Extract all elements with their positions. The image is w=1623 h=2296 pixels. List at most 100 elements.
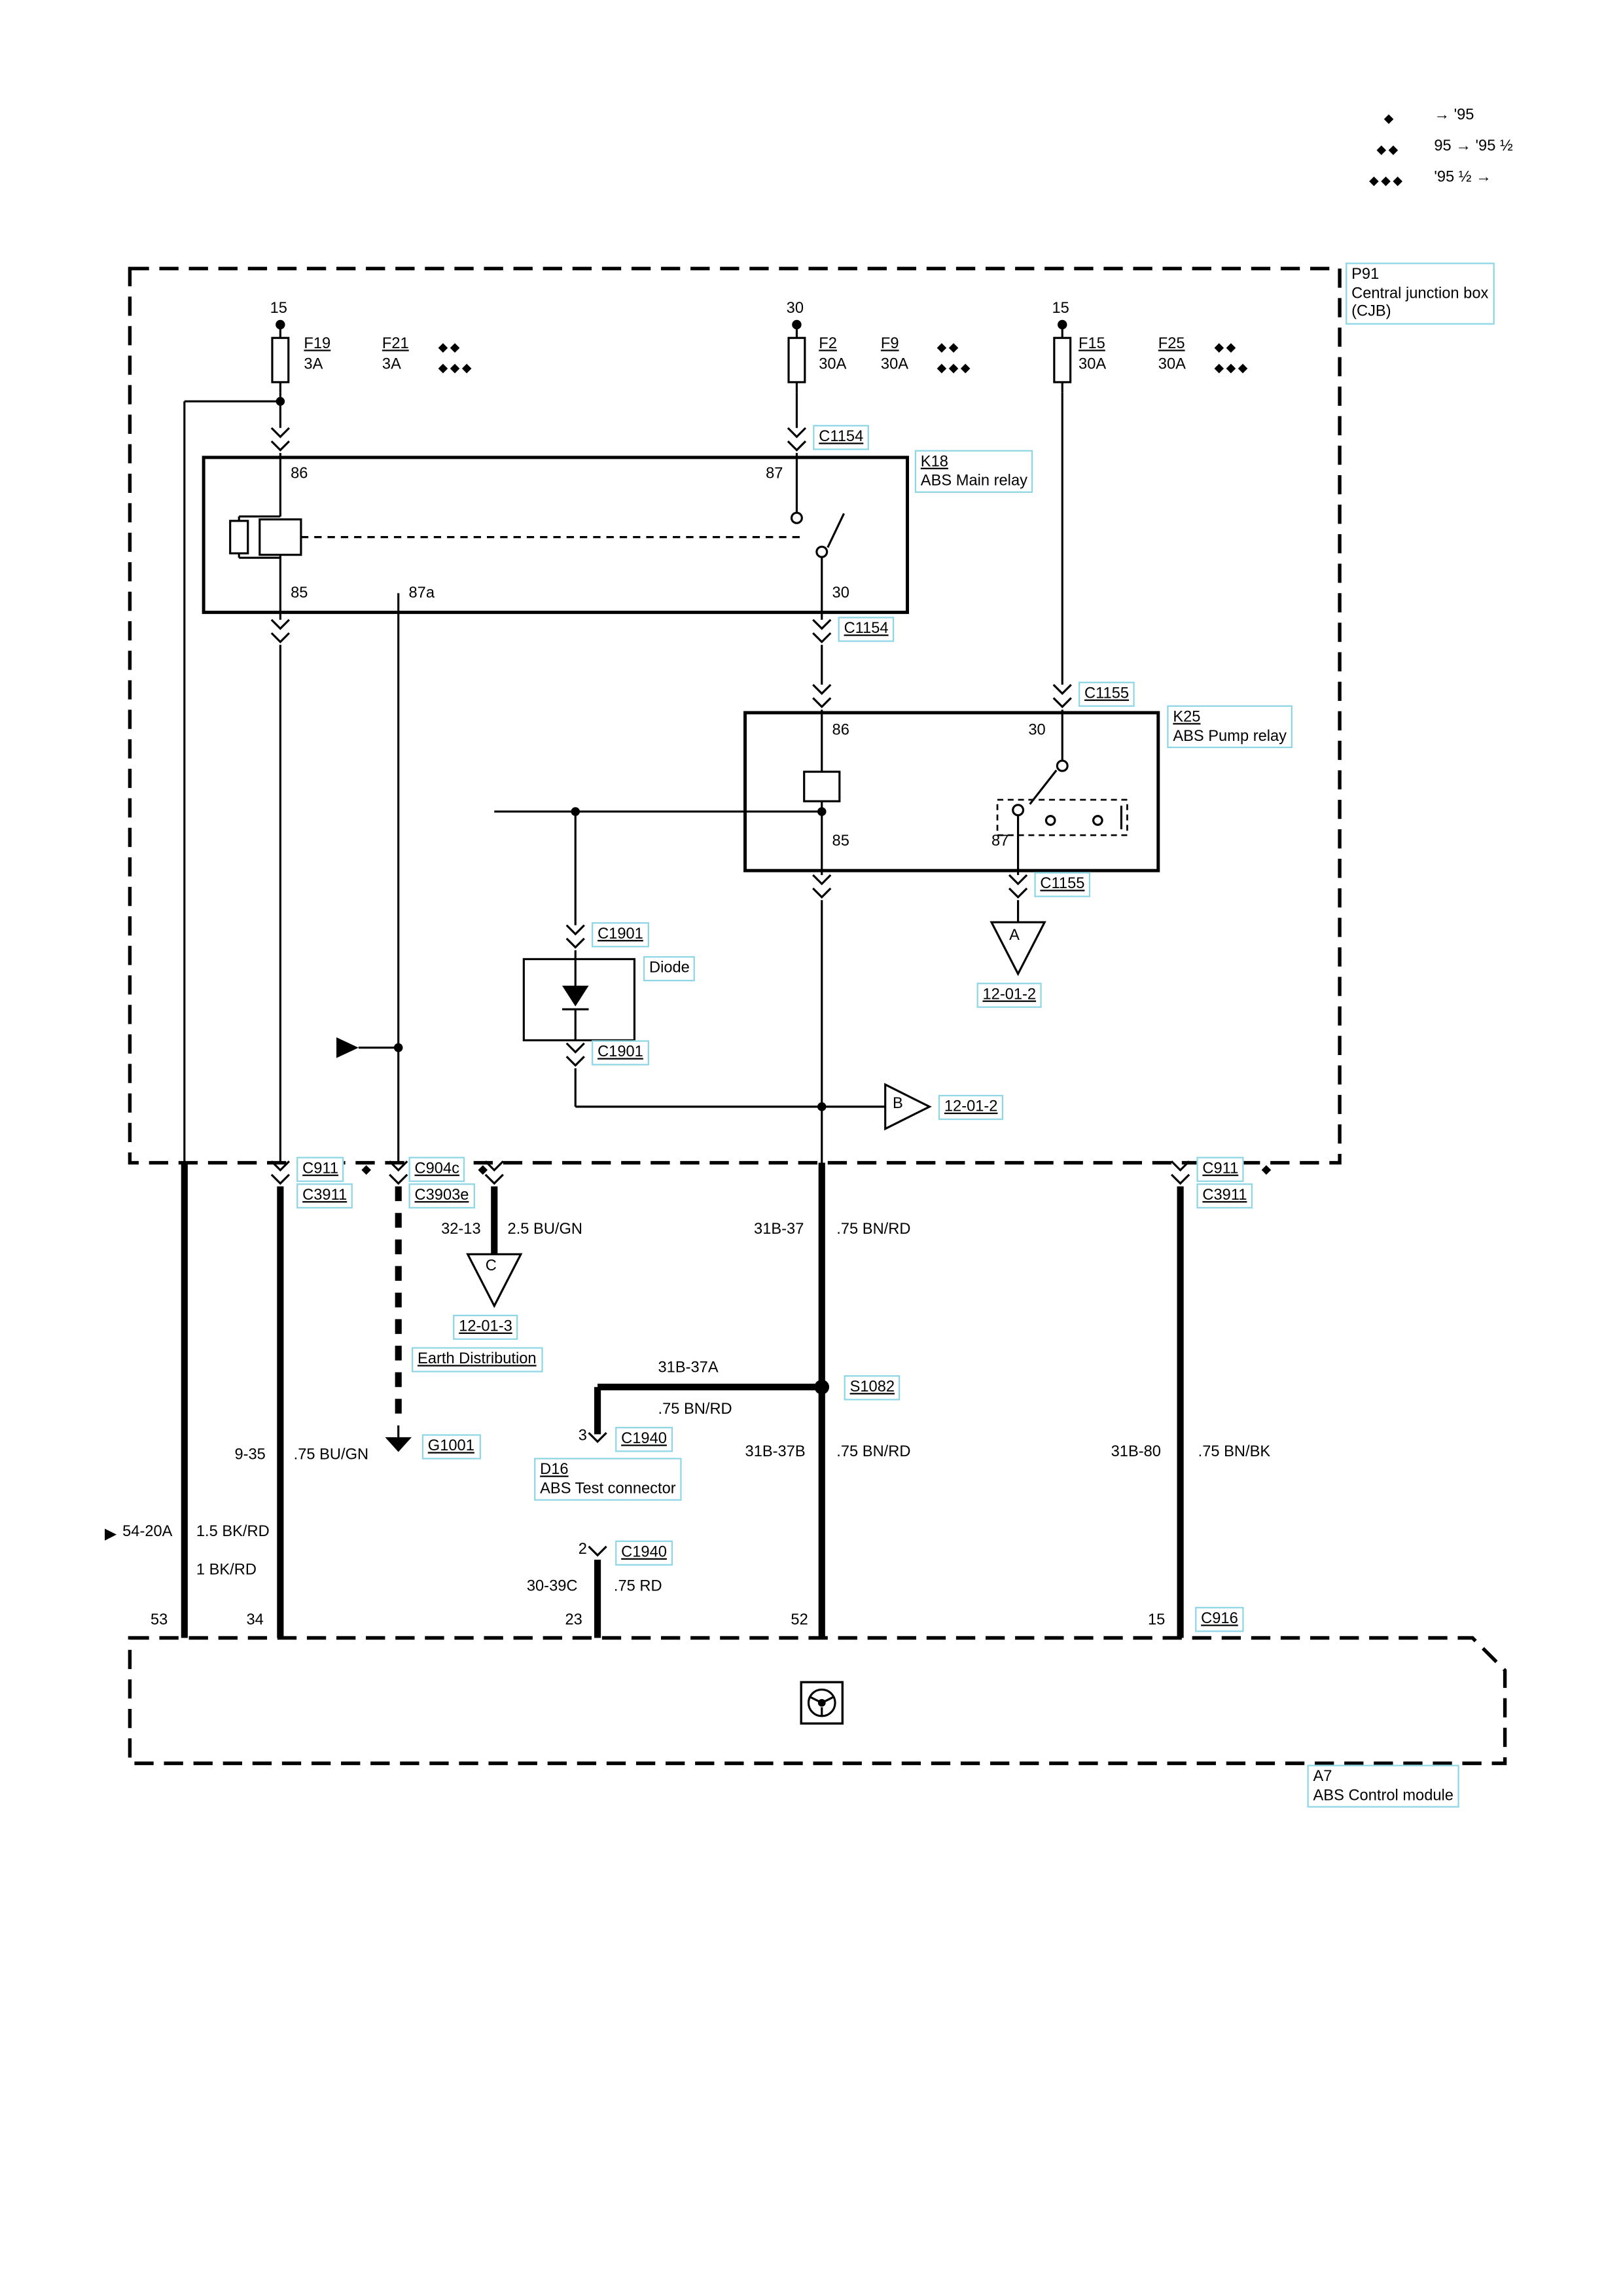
wire-54-20a-id: 54-20A — [122, 1522, 173, 1541]
module-pin-15: 15 — [1148, 1611, 1166, 1629]
module-pin-52: 52 — [791, 1611, 808, 1629]
fuse-mark-1b: ◆◆◆ — [438, 360, 474, 375]
connector-label-c3911-right[interactable]: C3911 — [1196, 1183, 1253, 1208]
connector-chevron — [787, 427, 807, 452]
cjb-boundary-box — [128, 266, 1342, 1165]
fuse-f9-label[interactable]: F9 — [880, 334, 899, 353]
wire-9-35-id: 9-35 — [234, 1446, 266, 1464]
page-ref-triangle-b — [884, 1083, 932, 1131]
connector-label-c1940-top[interactable]: C1940 — [615, 1427, 673, 1452]
fuse-position-1: 15 — [270, 299, 287, 317]
k25-pin-86: 86 — [832, 721, 849, 740]
wire-31b-80-spec: .75 BN/BK — [1198, 1443, 1271, 1461]
wire-31b-37b-id: 31B-37B — [745, 1443, 806, 1461]
abs-module-boundary-box — [128, 1636, 1507, 1765]
wire-1-bkrd-spec: 1 BK/RD — [196, 1561, 257, 1579]
fuse-f15-symbol — [1053, 319, 1072, 394]
page-ref-b-label[interactable]: 12-01-2 — [938, 1094, 1004, 1120]
connector-label-c911-left[interactable]: C911 — [296, 1157, 345, 1181]
connector-label-c1901-top[interactable]: C1901 — [592, 922, 649, 947]
diode-icon — [562, 986, 589, 1007]
connector-chevron — [1052, 683, 1073, 708]
k18-pin-87a: 87a — [408, 584, 435, 602]
fuse-f2-label[interactable]: F2 — [819, 334, 837, 353]
ground-icon — [385, 1437, 412, 1452]
k18-pin-87: 87 — [766, 465, 783, 483]
fuse-mark-2b: ◆◆◆ — [936, 360, 972, 375]
ground-g1001-label[interactable]: G1001 — [421, 1434, 480, 1459]
page-ref-b-letter: B — [892, 1094, 903, 1113]
connector-label-c1154-bottom[interactable]: C1154 — [838, 617, 895, 641]
connector-label-c1155-bottom[interactable]: C1155 — [1034, 872, 1091, 897]
wire-32-13-spec: 2.5 BU/GN — [507, 1220, 583, 1238]
connector-label-c911-right[interactable]: C911 — [1196, 1157, 1245, 1181]
fuse-f9-amp: 30A — [880, 355, 909, 374]
page-ref-a-label[interactable]: 12-01-2 — [976, 982, 1043, 1007]
k25-pin-85: 85 — [832, 832, 849, 850]
fuse-f2-amp: 30A — [819, 355, 847, 374]
fuse-f19-label[interactable]: F19 — [304, 334, 331, 353]
legend-text-3: '95 ½ → — [1434, 168, 1491, 187]
wire-31b-37-spec: .75 BN/RD — [836, 1220, 911, 1238]
wire-30-39c-spec: .75 RD — [613, 1577, 662, 1596]
legend-sym-2: ◆◆ — [1376, 141, 1400, 156]
fuse-f19-symbol — [271, 319, 290, 394]
fuse-f25-label[interactable]: F25 — [1158, 334, 1185, 353]
connector-label-c904c[interactable]: C904c — [408, 1157, 465, 1181]
fuse-f15-label[interactable]: F15 — [1079, 334, 1105, 353]
connector-label-c3903e[interactable]: C3903e — [408, 1183, 475, 1208]
page-ref-triangle-a — [990, 921, 1046, 977]
page-ref-c-label[interactable]: 12-01-3 — [453, 1314, 518, 1339]
steering-wheel-icon — [800, 1681, 844, 1725]
connector-chevron — [270, 427, 291, 452]
c911-left-mark: ◆ — [361, 1161, 374, 1176]
module-pin-34: 34 — [246, 1611, 264, 1629]
k18-output-wires — [270, 612, 832, 1162]
wire-31b-80-id: 31B-80 — [1111, 1443, 1161, 1461]
connector-label-c1901-bottom[interactable]: C1901 — [592, 1040, 649, 1065]
connector-label-c3911-left[interactable]: C3911 — [296, 1183, 353, 1208]
d16-label[interactable]: D16 ABS Test connector — [534, 1458, 682, 1501]
page-ref-c-letter: C — [485, 1257, 497, 1275]
wire-continuation-arrow — [105, 1528, 117, 1541]
legend-sym-3: ◆◆◆ — [1369, 172, 1405, 188]
abs-module-label[interactable]: A7 ABS Control module — [1307, 1765, 1460, 1808]
k25-pin-87: 87 — [991, 832, 1009, 850]
fuse-mark-3b: ◆◆◆ — [1214, 360, 1250, 375]
diode-branch — [522, 811, 885, 1108]
k25-pin-30: 30 — [1028, 721, 1046, 740]
k18-pin-86: 86 — [291, 465, 308, 483]
c911-right-mark: ◆ — [1261, 1161, 1274, 1176]
connector-label-c1154-top[interactable]: C1154 — [813, 425, 870, 450]
fuse-position-2: 30 — [786, 299, 804, 317]
cjb-label[interactable]: P91 Central junction box (CJB) — [1346, 262, 1495, 324]
diode-label[interactable]: Diode — [643, 956, 696, 981]
splice-s1082-label[interactable]: S1082 — [844, 1375, 901, 1400]
fuse-f2-symbol — [787, 319, 806, 394]
fuse-feed-wires — [183, 392, 1063, 1163]
c904c-mark: ◆ — [478, 1161, 490, 1176]
connector-label-c1940-bottom[interactable]: C1940 — [615, 1540, 673, 1565]
earth-distribution-label[interactable]: Earth Distribution — [412, 1347, 543, 1372]
lower-wires — [105, 1160, 1190, 1638]
fuse-mark-2a: ◆◆ — [936, 339, 961, 355]
fuse-position-3: 15 — [1052, 299, 1069, 317]
fuse-mark-3a: ◆◆ — [1214, 339, 1238, 355]
fuse-f15-amp: 30A — [1079, 355, 1107, 374]
k25-label[interactable]: K25 ABS Pump relay — [1167, 705, 1293, 749]
legend-text-2: 95 → '95 ½ — [1434, 137, 1513, 155]
wire-31b-37a-id: 31B-37A — [658, 1359, 719, 1377]
page-ref-a-letter: A — [1009, 926, 1020, 944]
wire-31b-37-id: 31B-37 — [754, 1220, 804, 1238]
connector-label-c1155-top[interactable]: C1155 — [1079, 681, 1135, 706]
k18-pin-30: 30 — [832, 584, 849, 602]
wire-54-20a-spec: 1.5 BK/RD — [196, 1522, 270, 1541]
wire-9-35-spec: .75 BU/GN — [293, 1446, 369, 1464]
fuse-f25-amp: 30A — [1158, 355, 1186, 374]
k18-label[interactable]: K18 ABS Main relay — [914, 450, 1033, 493]
fuse-f21-label[interactable]: F21 — [382, 334, 409, 353]
wire-31b-37b-spec: .75 BN/RD — [836, 1443, 911, 1461]
connector-label-c916[interactable]: C916 — [1195, 1607, 1244, 1632]
